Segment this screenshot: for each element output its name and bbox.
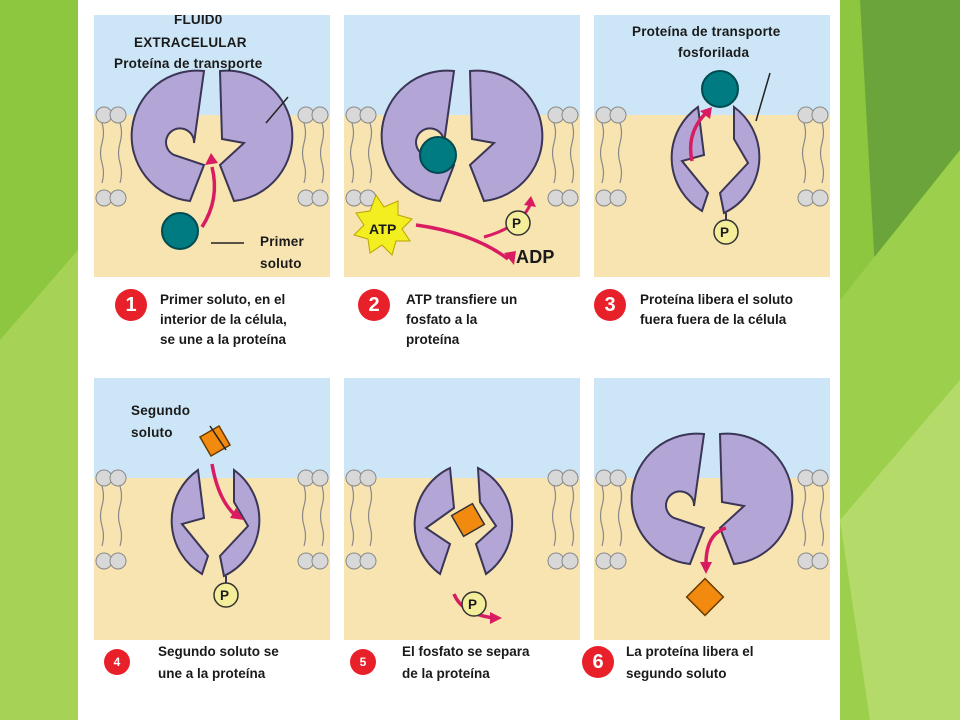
transport-protein (130, 69, 294, 203)
second-solute-label-1: Segundo (131, 403, 191, 418)
step-5-line-1: El fosfato se separa (402, 644, 530, 659)
arrow (200, 166, 217, 228)
phosphorylated-label-1: Proteína de transporte (632, 24, 781, 39)
panel-step-4: Segundo soluto P (94, 378, 330, 640)
panel-5-illustration (344, 378, 580, 640)
right-green-accent (840, 380, 960, 720)
panel-2-illustration (344, 15, 580, 277)
released-solute (701, 70, 739, 108)
step-badge-6: 6 (582, 646, 614, 678)
phosphate (505, 210, 531, 236)
left-green-stripe-light (0, 250, 78, 720)
panel-step-1: FLUID0 EXTRACELULAR Proteína de transpor… (94, 15, 330, 277)
extracellular-label-1: FLUID0 (174, 15, 223, 27)
step-3-line-1: Proteína libera el soluto (640, 292, 794, 307)
atp-arrow (415, 223, 510, 261)
phosphate-label: P (512, 216, 522, 231)
panel-3-illustration (594, 15, 830, 277)
released-second-solute (685, 577, 725, 617)
membrane (95, 106, 329, 207)
step-badge-1: 1 (115, 289, 147, 321)
first-solute (161, 212, 199, 250)
adp-label: ADP (516, 247, 555, 267)
transport-protein-open (170, 468, 261, 578)
step-2-line-2: fosfato a la (406, 312, 478, 327)
step-1-line-3: se une a la proteína (160, 332, 287, 347)
phosphate (713, 219, 739, 245)
atp-burst (353, 193, 413, 256)
bound-second-solute (450, 502, 486, 538)
bound-solute (419, 136, 457, 174)
phosphate-label: P (468, 597, 478, 612)
step-badge-4: 4 (104, 649, 130, 675)
slide: FLUID0 EXTRACELULAR Proteína de transpor… (78, 0, 840, 720)
transport-protein (630, 432, 794, 566)
step-badge-2: 2 (358, 289, 390, 321)
step-badge-5: 5 (350, 649, 376, 675)
step-3-line-2: fuera fuera de la célula (640, 312, 787, 327)
panel-step-6 (594, 378, 830, 640)
phosphate-label: P (220, 588, 230, 603)
step-5-line-2: de la proteína (402, 666, 490, 681)
extracellular-label-2: EXTRACELULAR (134, 35, 247, 50)
step-4-line-1: Segundo soluto se (158, 644, 279, 659)
phosphorylated-label-2: fosforilada (678, 45, 750, 60)
step-1-line-1: Primer soluto, en el (160, 292, 286, 307)
atp-label: ATP (369, 221, 397, 237)
second-solute-label-2: soluto (131, 425, 173, 440)
step-badge-3: 3 (594, 289, 626, 321)
panel-1-illustration (94, 15, 330, 277)
first-solute-label-1: Primer (260, 234, 304, 249)
panel-4-illustration (94, 378, 330, 640)
panel-step-5: P (344, 378, 580, 640)
panel-6-illustration (594, 378, 830, 640)
step-2-line-3: proteína (406, 332, 460, 347)
panel-step-2: ATP P ADP (344, 15, 580, 277)
second-solute (198, 424, 232, 458)
transport-protein-label: Proteína de transporte (114, 56, 263, 71)
step-4-line-2: une a la proteína (158, 666, 266, 681)
step-6-line-1: La proteína libera el (626, 644, 754, 659)
phosphate (213, 582, 239, 608)
step-1-line-2: interior de la célula, (160, 312, 287, 327)
phosphate-label: P (720, 225, 730, 240)
panel-step-3: Proteína de transporte fosforilada P (594, 15, 830, 277)
transport-protein-open (670, 105, 761, 215)
step-2-line-1: ATP transfiere un (406, 292, 518, 307)
phosphate (461, 591, 487, 617)
transport-protein (413, 466, 514, 576)
first-solute-label-2: soluto (260, 256, 302, 271)
step-6-line-2: segundo soluto (626, 666, 727, 681)
